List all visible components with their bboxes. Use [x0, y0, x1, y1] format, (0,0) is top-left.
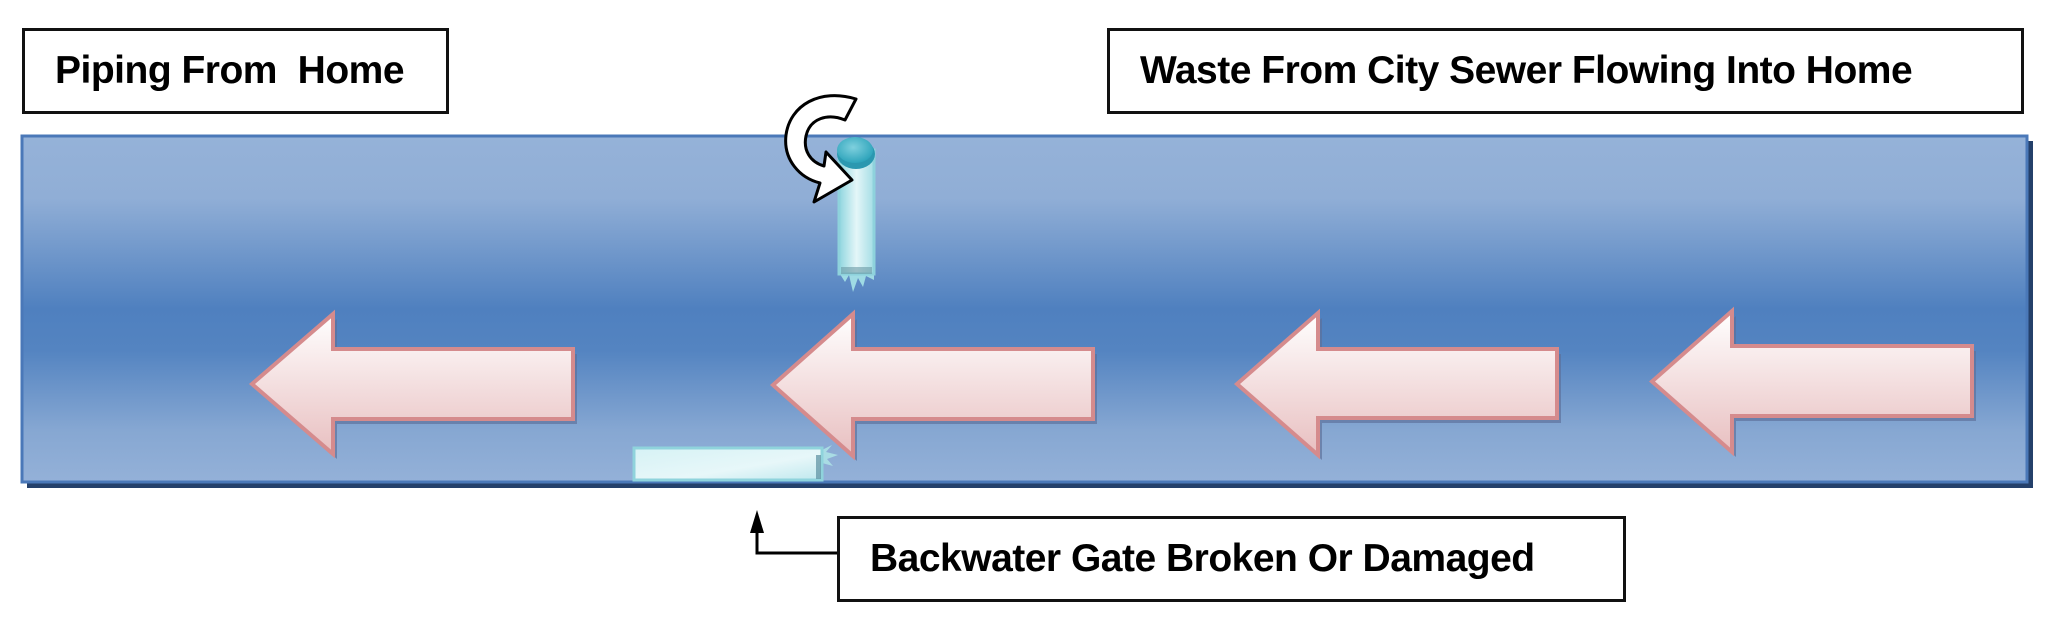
broken-gate-flap-bottom: [632, 445, 838, 482]
flow-arrows: [248, 306, 1976, 461]
gate-leader-line: [750, 510, 837, 555]
leader-arrowhead-icon: [750, 510, 764, 533]
flow-arrow-left-icon-1: [248, 309, 575, 459]
label-text: Piping From Home: [55, 49, 405, 92]
label-waste-from-sewer: Waste From City Sewer Flowing Into Home: [1107, 28, 2024, 114]
flow-arrow-left-icon-4: [1648, 306, 1974, 457]
rotate-arrow-icon: [784, 94, 858, 204]
pipe-body: [20, 134, 2029, 484]
flow-arrow-left-icon-3: [1233, 308, 1559, 460]
label-backwater-gate: Backwater Gate Broken Or Damaged: [837, 516, 1626, 602]
gate-flap-bottom: [632, 446, 824, 482]
flow-arrow-left-icon-2: [769, 309, 1095, 461]
broken-gate-flap-top: [837, 137, 876, 292]
sewer-pipe: [20, 134, 2033, 488]
gate-break-jagged-icon: [822, 445, 838, 466]
label-text: Waste From City Sewer Flowing Into Home: [1140, 49, 1913, 92]
label-text: Backwater Gate Broken Or Damaged: [870, 537, 1535, 580]
label-piping-from-home: Piping From Home: [22, 28, 449, 114]
